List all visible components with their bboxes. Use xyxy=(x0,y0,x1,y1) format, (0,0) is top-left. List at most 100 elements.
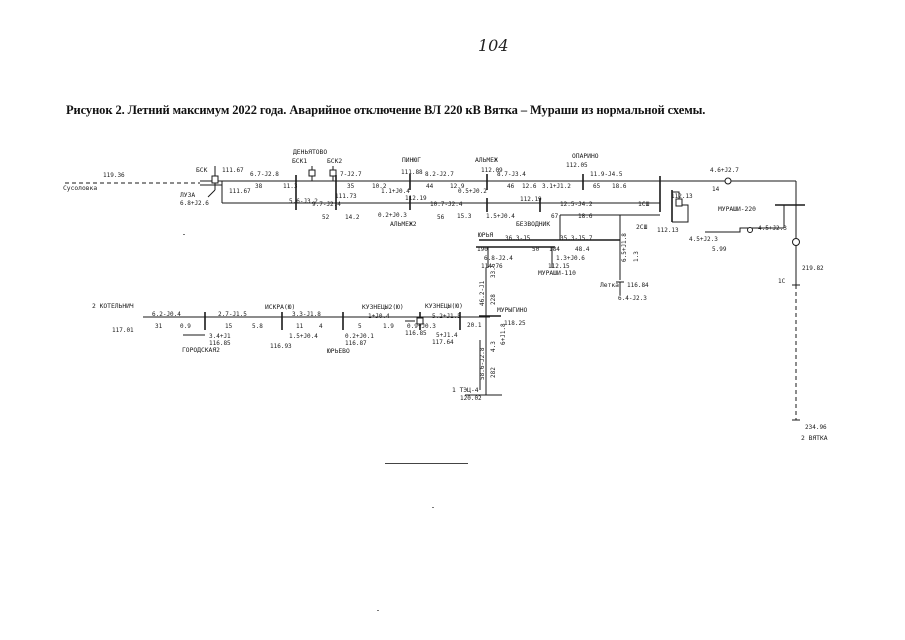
scan-speck xyxy=(183,234,185,235)
flow-label: 120.02 xyxy=(460,395,482,402)
bsk1-breaker xyxy=(308,169,316,177)
flow-label: 11.3 xyxy=(283,183,298,190)
yurya-label: ЮРЬЯ xyxy=(478,232,493,239)
flow-label: 184 xyxy=(549,246,560,253)
flow-label: 12.5-J4.2 xyxy=(560,201,593,208)
oparino-label: ОПАРИНО xyxy=(572,153,599,160)
flow-label: 6.4-J2.3 xyxy=(618,295,647,302)
page-number: 104 xyxy=(478,36,509,55)
flow-label: 9.7-J2.4 xyxy=(312,201,341,208)
flow-label: 112.13 xyxy=(657,227,679,234)
kuznetsy-label: КУЗНЕЦЫ(Ю) xyxy=(425,303,463,310)
letka-label: Летка xyxy=(600,282,619,289)
bsk2-breaker xyxy=(329,169,337,177)
flow-label: 0.9+J0.3 xyxy=(407,323,436,330)
flow-label: 8.2-J2.7 xyxy=(425,171,454,178)
flow-label: 112.15 xyxy=(548,263,570,270)
flow-label: БСК2 xyxy=(327,158,342,165)
transformer-icon xyxy=(792,238,800,246)
flow-label: 1.1+J0.4 xyxy=(381,188,410,195)
flow-label: 58.6-J2.8 xyxy=(479,347,486,380)
flow-label: 5.6-J3.2 xyxy=(289,198,318,205)
flow-label: 12.9 xyxy=(450,183,465,190)
flow-label: 7-J2.7 xyxy=(340,171,362,178)
flow-label: 0.5+J0.2 xyxy=(458,188,487,195)
flow-label: 2.7-J1.5 xyxy=(218,311,247,318)
scan-speck xyxy=(432,507,434,508)
flow-label: 111.73 xyxy=(335,193,357,200)
flow-label: 10.7-J2.4 xyxy=(430,201,463,208)
gorodskaya-label: ГОРОДСКАЯ2 xyxy=(182,347,220,354)
flow-label: 116.84 xyxy=(627,282,649,289)
flow-label: 6.5+J1.8 xyxy=(621,233,628,262)
flow-label: 2СШ xyxy=(636,224,648,231)
flow-label: 5+J1.4 xyxy=(436,332,458,339)
flow-label: 35 xyxy=(347,183,355,190)
flow-label: АЛЬМЕЖ2 xyxy=(390,221,417,228)
flow-label: 282 xyxy=(490,367,497,378)
flow-label: 112.19 xyxy=(520,196,542,203)
scheme-line xyxy=(672,191,680,199)
flow-label: 0.9 xyxy=(180,323,191,330)
bsk-label: БСК xyxy=(196,167,208,174)
flow-label: 12.6 xyxy=(522,183,537,190)
flow-label: 112.13 xyxy=(671,193,693,200)
flow-label: 46 xyxy=(507,183,515,190)
flow-label: 3.3-J1.8 xyxy=(292,311,321,318)
scheme-line xyxy=(705,227,784,233)
flow-label: 4.3 xyxy=(490,341,497,352)
flow-label: 14 xyxy=(712,186,720,193)
flow-label: 8.7-J3.4 xyxy=(497,171,526,178)
flow-label: 18.6 xyxy=(612,183,627,190)
flow-label: 15 xyxy=(225,323,233,330)
flow-label: 6+J1.8 xyxy=(500,323,507,345)
flow-label: 31 xyxy=(155,323,163,330)
tets-label: 1 ТЭЦ-4 xyxy=(452,387,479,394)
flow-label: 6.8+J2.6 xyxy=(180,200,209,207)
scheme-line xyxy=(207,189,216,198)
flow-label: 11 xyxy=(296,323,304,330)
flow-label: 111.67 xyxy=(222,167,244,174)
flow-label: БСК1 xyxy=(292,158,307,165)
flow-label: 33.6 xyxy=(490,263,497,278)
flow-label: 219.82 xyxy=(802,265,824,272)
flow-label: 38 xyxy=(255,183,263,190)
scheme-line xyxy=(672,204,689,223)
flow-label: 112.05 xyxy=(566,162,588,169)
flow-label: 111.67 xyxy=(229,188,251,195)
flow-label: 65 xyxy=(593,183,601,190)
flow-label: 1+J0.4 xyxy=(368,313,390,320)
flow-label: 3.4+J1 xyxy=(209,333,231,340)
flow-label: 20.1 xyxy=(467,322,482,329)
flow-label: 1.5+J0.4 xyxy=(486,213,515,220)
almezh-label: АЛЬМЕЖ xyxy=(475,157,498,164)
flow-label: 190 xyxy=(477,246,488,253)
luza-label: ЛУЗА xyxy=(180,192,195,199)
flow-label: 0.2+J0.1 xyxy=(345,333,374,340)
flow-label: 35.3-J5.7 xyxy=(560,235,593,242)
flow-label: 36.3-J5 xyxy=(505,235,531,242)
figure-caption: Рисунок 2. Летний максимум 2022 года. Ав… xyxy=(66,103,706,117)
flow-label: 5.8 xyxy=(252,323,263,330)
flow-label: 116.87 xyxy=(345,340,367,347)
flow-label: 5.2+J1.5 xyxy=(432,313,461,320)
flow-label: 1СШ xyxy=(638,201,650,208)
iskra-label: ИСКРА(Ю) xyxy=(265,304,295,311)
flow-label: 1.3 xyxy=(633,251,640,262)
flow-label: 4.5+J2.3 xyxy=(758,225,787,232)
kuznetsy-breaker xyxy=(416,317,424,325)
flow-label: 1.5+J0.4 xyxy=(289,333,318,340)
flow-label: 48.4 xyxy=(575,246,590,253)
bsk-breaker xyxy=(211,175,219,184)
flow-label: 1С xyxy=(778,278,786,285)
flow-label: 56 xyxy=(437,214,445,221)
flow-label: 3.1+J1.2 xyxy=(542,183,571,190)
susolovka-label: Сусоловка xyxy=(63,185,97,192)
flow-label: 117.01 xyxy=(112,327,134,334)
sh-breaker xyxy=(675,198,683,207)
kotelnich-label: 2 КОТЕЛЬНИЧ xyxy=(92,303,134,310)
flow-label: 67 xyxy=(551,213,559,220)
scan-speck xyxy=(377,610,379,611)
flow-label: 1.3+J0.6 xyxy=(556,255,585,262)
